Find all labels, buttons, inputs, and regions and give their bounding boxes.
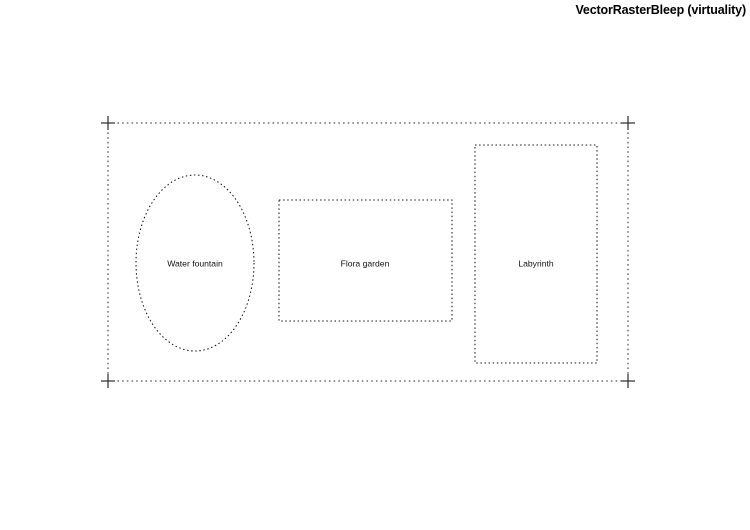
feature-labyrinth[interactable]: Labyrinth (474, 144, 598, 364)
labyrinth-outline (474, 144, 598, 364)
flora-garden-outline (278, 199, 453, 322)
feature-water-fountain[interactable]: Water fountain (135, 174, 255, 352)
corner-cross-icon-bottom-left (101, 374, 115, 388)
water-fountain-outline (135, 174, 255, 352)
corner-cross-icon-top-left (101, 116, 115, 130)
corner-cross-icon-bottom-right (621, 374, 635, 388)
flora-garden-label: Flora garden (341, 258, 390, 268)
site-boundary (101, 116, 635, 388)
water-fountain-label: Water fountain (167, 258, 223, 268)
page-title: VectorRasterBleep (virtuality) (575, 3, 746, 17)
labyrinth-label: Labyrinth (518, 258, 554, 268)
feature-flora-garden[interactable]: Flora garden (278, 199, 453, 322)
corner-cross-icon-top-right (621, 116, 635, 130)
